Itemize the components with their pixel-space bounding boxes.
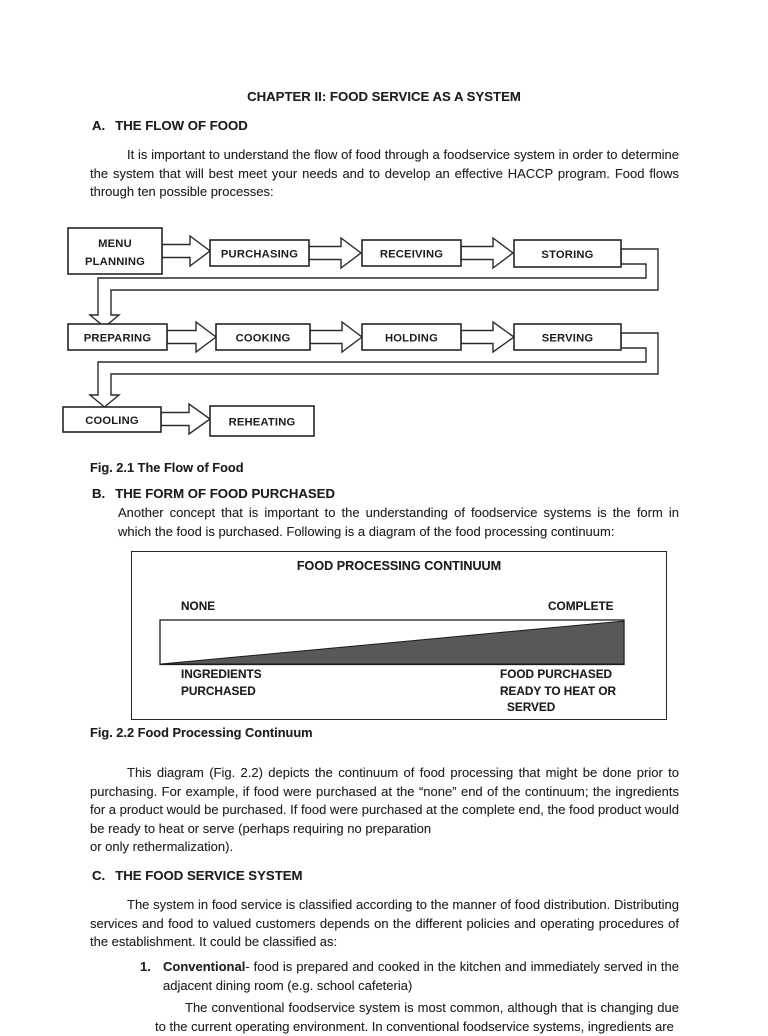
arrow-receiving-to-storing: [460, 236, 515, 270]
section-c-letter: C.: [92, 868, 106, 883]
flow-box-purchasing: PURCHASING: [209, 239, 310, 267]
list-item-term: Conventional: [163, 959, 246, 974]
svg-text:STORING: STORING: [541, 249, 593, 261]
continuum-right-caption-line2: READY TO HEAT OR: [500, 683, 617, 698]
svg-text:RECEIVING: RECEIVING: [380, 249, 443, 261]
section-a-heading: A. THE FLOW OF FOOD: [92, 118, 248, 133]
list-item-conventional: 1. Conventional- food is prepared and co…: [140, 958, 679, 995]
svg-text:COOKING: COOKING: [236, 333, 291, 345]
continuum-right-caption-line3: SERVED: [507, 700, 556, 714]
continuum-paragraph-part2: or only rethermalization).: [90, 839, 234, 855]
section-c-paragraph: The system in food service is classified…: [90, 897, 679, 950]
svg-text:PREPARING: PREPARING: [84, 333, 152, 345]
closing-paragraph: The conventional foodservice system is m…: [155, 1000, 679, 1034]
svg-text:PURCHASING: PURCHASING: [221, 249, 298, 261]
flow-box-menu-planning: MENU PLANNING: [67, 227, 163, 275]
continuum-paragraph: This diagram (Fig. 2.2) depicts the cont…: [90, 764, 679, 857]
arrow-preparing-to-cooking: [166, 320, 218, 354]
section-b-paragraph: Another concept that is important to the…: [118, 505, 679, 539]
arrow-holding-to-serving: [460, 320, 516, 354]
arrow-purchasing-to-receiving: [308, 236, 363, 270]
svg-text:HOLDING: HOLDING: [385, 333, 438, 345]
flow-box-serving: SERVING: [513, 323, 622, 351]
svg-text:COOLING: COOLING: [85, 415, 139, 427]
flow-connector-storing-preparing: [88, 248, 659, 328]
flow-box-preparing: PREPARING: [67, 323, 168, 351]
svg-text:PLANNING: PLANNING: [85, 256, 145, 268]
section-c-heading: C. THE FOOD SERVICE SYSTEM: [92, 868, 303, 883]
flow-box-receiving: RECEIVING: [361, 239, 462, 267]
svg-text:REHEATING: REHEATING: [229, 417, 296, 429]
fig-2-2-caption: Fig. 2.2 Food Processing Continuum: [90, 725, 313, 740]
section-b-title: THE FORM OF FOOD PURCHASED: [115, 486, 335, 501]
continuum-wedge-graphic: [159, 619, 625, 666]
continuum-left-caption: INGREDIENTS PURCHASED: [181, 666, 262, 699]
section-a-paragraph: It is important to understand the flow o…: [90, 147, 679, 200]
flow-box-storing: STORING: [513, 239, 622, 268]
continuum-title: FOOD PROCESSING CONTINUUM: [296, 559, 502, 573]
continuum-none-label: NONE: [181, 599, 216, 613]
flow-connector-serving-cooling: [88, 332, 659, 408]
continuum-left-caption-line1: INGREDIENTS: [181, 667, 262, 681]
page-title: CHAPTER II: FOOD SERVICE AS A SYSTEM: [247, 89, 521, 104]
svg-text:MENU: MENU: [98, 238, 132, 250]
section-c-title: THE FOOD SERVICE SYSTEM: [115, 868, 303, 883]
continuum-right-caption: FOOD PURCHASED READY TO HEAT OR SERVED: [500, 666, 616, 716]
continuum-paragraph-part1: This diagram (Fig. 2.2) depicts the cont…: [90, 765, 679, 836]
continuum-complete-label: COMPLETE: [548, 599, 614, 613]
arrow-cooling-to-reheating: [160, 402, 212, 436]
svg-text:SERVING: SERVING: [542, 333, 594, 345]
food-processing-continuum-figure: FOOD PROCESSING CONTINUUM NONE COMPLETE …: [131, 551, 667, 720]
flow-box-holding: HOLDING: [361, 323, 462, 351]
list-item-number: 1.: [140, 959, 151, 974]
flow-box-cooking: COOKING: [215, 323, 311, 351]
continuum-left-caption-line2: PURCHASED: [181, 683, 256, 698]
flow-box-reheating: REHEATING: [209, 405, 315, 437]
continuum-triangle: [160, 620, 625, 665]
continuum-right-caption-line1: FOOD PURCHASED: [500, 667, 613, 681]
flow-of-food-diagram: MENU PLANNING PURCHASING RECEIVING STORI…: [62, 227, 659, 437]
arrow-cooking-to-holding: [309, 320, 364, 354]
flow-box-cooling: COOLING: [62, 406, 162, 433]
arrow-menu-to-purchasing: [161, 234, 212, 268]
section-a-letter: A.: [92, 118, 106, 133]
section-b-letter: B.: [92, 486, 106, 501]
fig-2-1-caption: Fig. 2.1 The Flow of Food: [90, 460, 244, 475]
section-a-title: THE FLOW OF FOOD: [115, 118, 248, 133]
list-item-text: - food is prepared and cooked in the kit…: [163, 959, 679, 993]
section-b-heading: B. THE FORM OF FOOD PURCHASED: [92, 486, 335, 501]
